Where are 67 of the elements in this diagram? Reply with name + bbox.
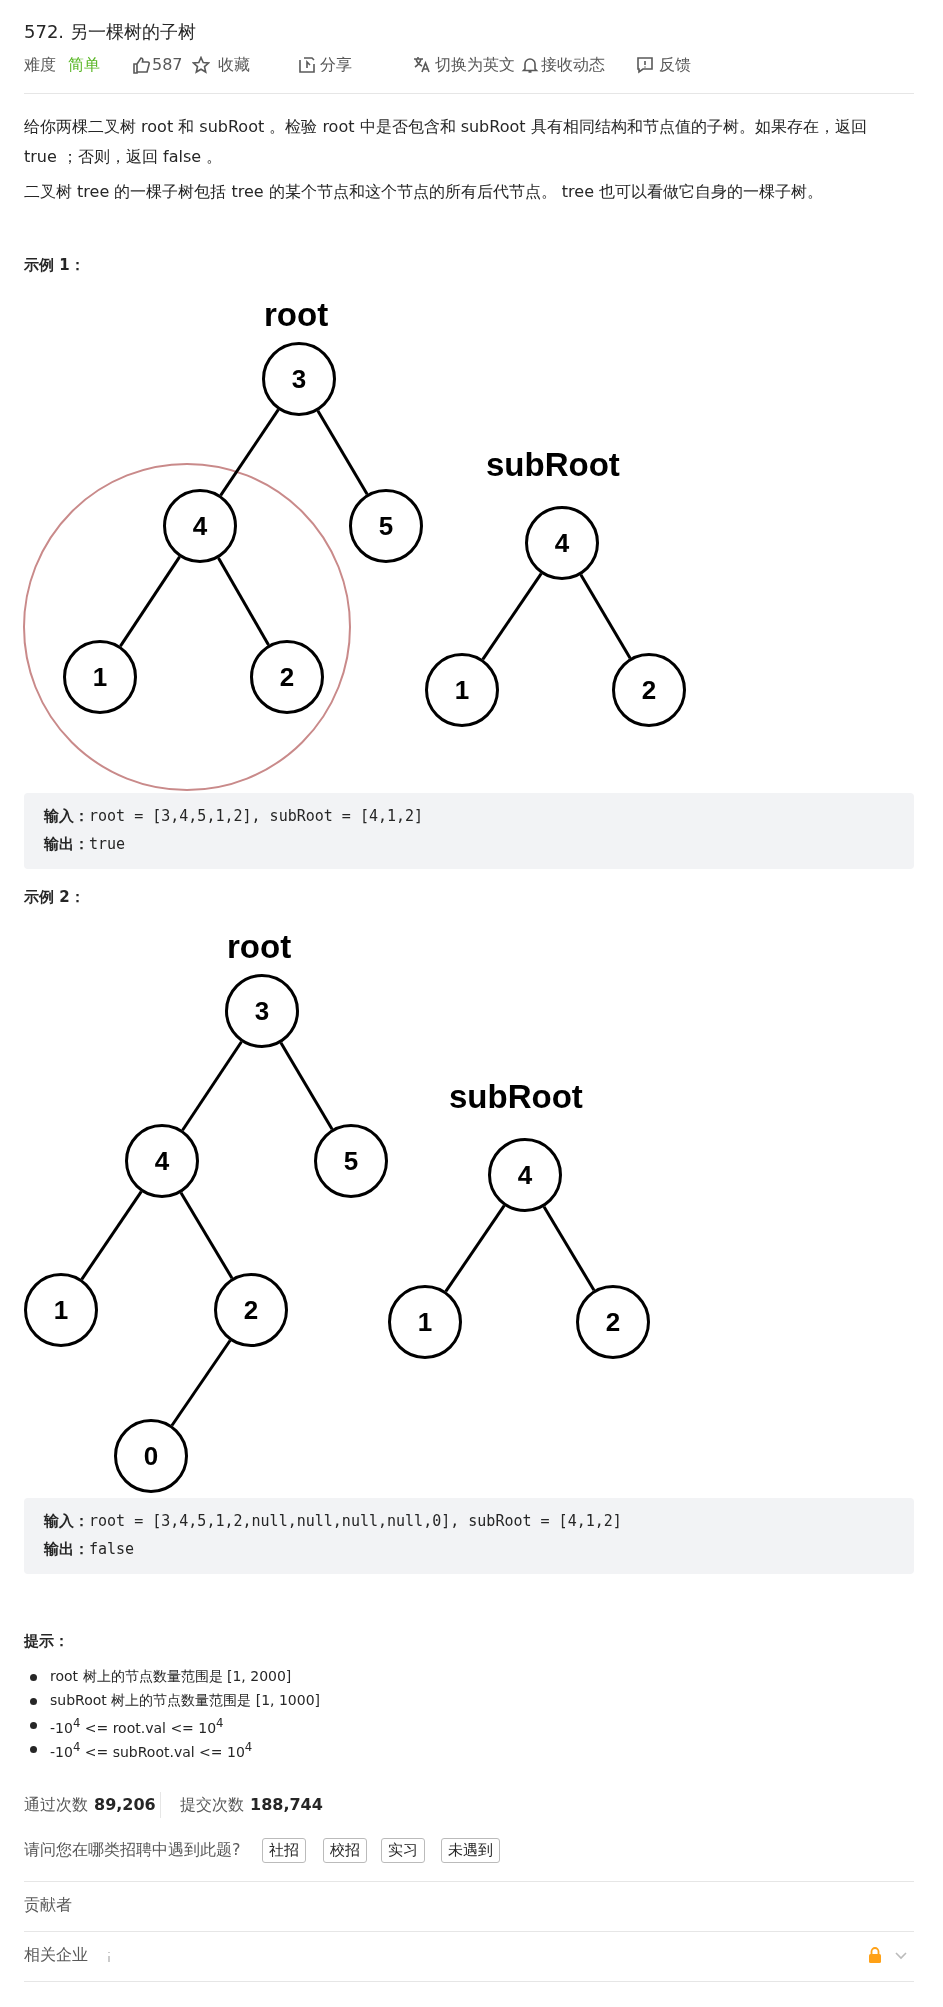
code-line: 输出：true <box>44 835 126 854</box>
description-text: 二叉树 tree 的一棵子树包括 tree 的某个节点和这个节点的所有后代节点。 tree 也可以看做它自身的一棵子树。 <box>24 181 825 203</box>
like-count: 587 <box>152 55 183 74</box>
tree-edge <box>179 1192 234 1279</box>
tree-edge <box>80 1190 143 1281</box>
tree-node-circle: 4 <box>488 1138 562 1212</box>
tree-edge <box>579 574 632 659</box>
list-item: -10$^{4}$ <= root.val <= 10$^{4}$ <box>50 1716 224 1736</box>
tree-edge <box>316 410 369 495</box>
tree-edge <box>481 572 543 661</box>
tree-edge <box>444 1204 506 1293</box>
tree-node-circle: 0 <box>114 1419 188 1493</box>
tree-edge <box>279 1042 334 1130</box>
tree-node-circle: 2 <box>576 1285 650 1359</box>
code-line: 输入：root = [3,4,5,1,2], subRoot = [4,1,2] <box>44 807 424 826</box>
label: 接收动态 <box>541 55 605 76</box>
section-label: 贡献者 <box>24 1895 72 1916</box>
option-button: 校招 <box>323 1838 367 1863</box>
label: 反馈 <box>659 55 691 76</box>
section-label: 相关企业 <box>24 1945 88 1966</box>
code-line: 输出：false <box>44 1540 135 1559</box>
tree-edge <box>181 1040 243 1132</box>
tree-node-circle: 5 <box>314 1124 388 1198</box>
section-heading: 提示： <box>24 1632 69 1651</box>
tree-node-circle: 4 <box>525 506 599 580</box>
tree-node-circle: 1 <box>63 640 137 714</box>
tree-label: root <box>264 296 329 334</box>
tree-node-circle: 3 <box>262 342 336 416</box>
tree-node-circle: 1 <box>388 1285 462 1359</box>
section-heading: 示例 1： <box>24 256 85 275</box>
option-button: 实习 <box>381 1838 425 1863</box>
tree-node-circle: 4 <box>125 1124 199 1198</box>
stat-label: 通过次数 <box>24 1795 88 1816</box>
stat-value: 188,744 <box>250 1795 323 1814</box>
code-line: 输入：root = [3,4,5,1,2,null,null,null,null,0], subRoot = [4,1,2] <box>44 1512 622 1531</box>
list-item: root 树上的节点数量范围是 [1, 2000] <box>50 1668 292 1686</box>
tree-node-circle: 2 <box>612 653 686 727</box>
stat-value: 89,206 <box>94 1795 156 1814</box>
list-item: -10$^{4}$ <= subRoot.val <= 10$^{4}$ <box>50 1740 253 1760</box>
difficulty-label: 简单 <box>68 55 100 76</box>
tree-node-circle: 1 <box>425 653 499 727</box>
tree-edge <box>119 556 181 647</box>
tree-edge <box>217 557 270 646</box>
label: 切换为英文 <box>435 55 515 76</box>
list-item: subRoot 树上的节点数量范围是 [1, 1000] <box>50 1692 321 1710</box>
option-button: 未遇到 <box>441 1838 500 1863</box>
page-title: 572. 另一棵树的子树 <box>24 20 196 44</box>
tree-node-circle: 1 <box>24 1273 98 1347</box>
tree-node-circle: 2 <box>250 640 324 714</box>
stat-label: 提交次数 <box>180 1795 244 1816</box>
tree-edge <box>170 1339 232 1427</box>
tree-node-circle: 5 <box>349 489 423 563</box>
tree-edge <box>542 1205 596 1292</box>
option-button: 社招 <box>262 1838 306 1863</box>
tree-label: root <box>227 928 292 966</box>
description-text: 给你两棵二叉树 root 和 subRoot 。检验 root 中是否包含和 subRoot 具有相同结构和节点值的子树。如果存在，返回 true ；否则，返回 false 。 <box>24 116 868 168</box>
tree-node-circle: 4 <box>163 489 237 563</box>
tree-node-circle: 3 <box>225 974 299 1048</box>
label: 分享 <box>320 55 352 76</box>
tree-edge <box>219 408 280 497</box>
tree-label: subRoot <box>449 1078 583 1116</box>
label: 难度 <box>24 55 56 76</box>
section-heading: 示例 2： <box>24 888 85 907</box>
label: 收藏 <box>218 55 250 76</box>
tree-label: subRoot <box>486 446 620 484</box>
question-text: 请问您在哪类招聘中遇到此题? <box>24 1840 241 1861</box>
tree-node-circle: 2 <box>214 1273 288 1347</box>
